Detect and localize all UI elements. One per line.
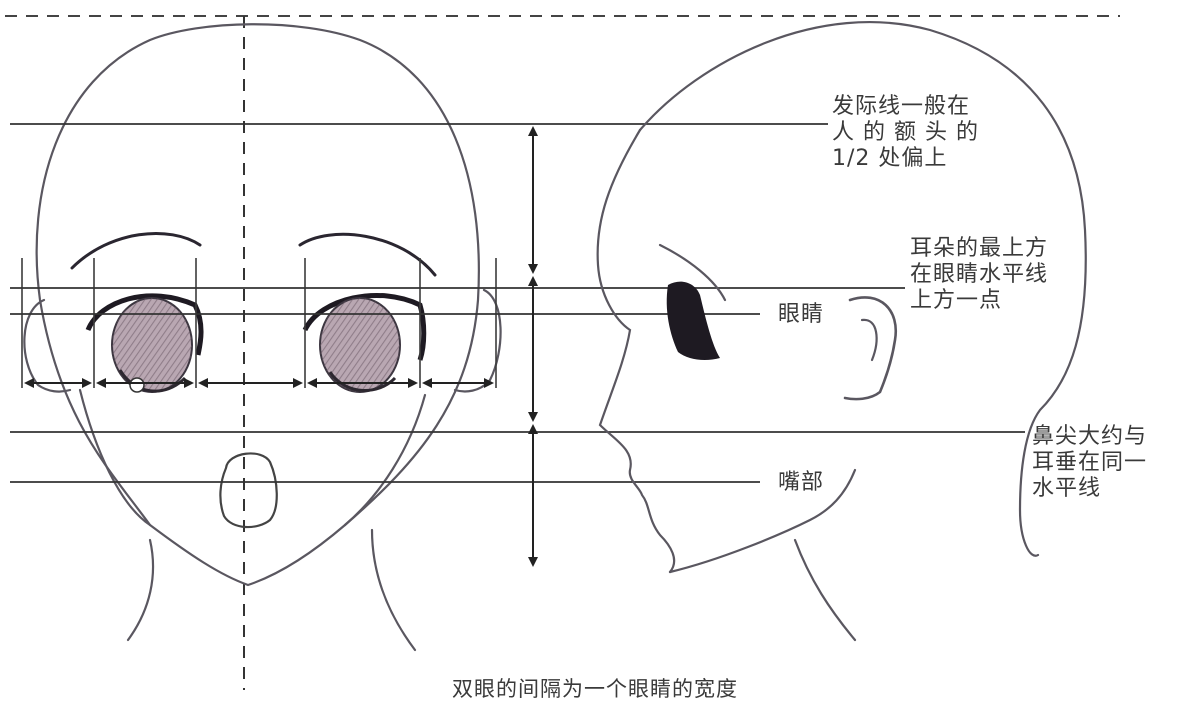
profile-ear xyxy=(843,296,898,401)
nose-tip-annotation-line-2: 耳垂在同一 xyxy=(1032,450,1148,475)
right-eyebrow xyxy=(298,232,437,277)
profile-eyelid xyxy=(658,243,727,302)
eye-width-guides xyxy=(21,258,497,388)
ear-top-annotation-line-2: 在眼睛水平线 xyxy=(910,262,1049,287)
eye-spacing-caption: 双眼的间隔为一个眼睛的宽度 xyxy=(452,677,738,701)
front-jaw xyxy=(78,388,427,587)
left-eyebrow xyxy=(70,231,202,270)
nose-tip-annotation: 鼻尖大约与 耳垂在同一 水平线 xyxy=(1032,424,1147,502)
nose-tip-annotation-line-1: 鼻尖大约与 xyxy=(1032,424,1148,449)
profile-ear-inner xyxy=(860,318,878,362)
mouth-annotation: 嘴部 xyxy=(778,470,825,495)
hairline-annotation-line-2: 人 的 额 头 的 xyxy=(832,120,979,145)
ear-top-annotation: 耳朵的最上方 在眼睛水平线 上方一点 xyxy=(910,236,1048,314)
ear-top-annotation-line-3: 上方一点 xyxy=(910,288,1003,313)
hairline-annotation-line-1: 发际线一般在 xyxy=(832,94,971,119)
hairline-annotation: 发际线一般在 人 的 额 头 的 1/2 处偏上 xyxy=(832,94,979,172)
profile-eye xyxy=(666,281,720,360)
front-left-eye xyxy=(85,293,204,393)
front-view-face xyxy=(23,23,502,652)
profile-neck xyxy=(793,538,857,642)
profile-head-back xyxy=(638,21,1087,557)
profile-forehead-face xyxy=(596,128,676,574)
front-right-eye xyxy=(302,292,427,393)
front-neck-left xyxy=(126,538,155,642)
nose-tip-annotation-line-3: 水平线 xyxy=(1032,476,1102,501)
front-neck-right xyxy=(370,528,417,652)
ear-top-annotation-line-1: 耳朵的最上方 xyxy=(910,236,1049,261)
side-view-face xyxy=(596,21,1087,642)
front-head-outline xyxy=(35,23,480,527)
hairline-annotation-line-3: 1/2 处偏上 xyxy=(832,146,948,171)
front-mouth xyxy=(219,452,278,529)
profile-jaw xyxy=(668,468,857,574)
horizontal-guide-lines xyxy=(10,123,1025,483)
eyes-annotation: 眼睛 xyxy=(778,302,825,327)
